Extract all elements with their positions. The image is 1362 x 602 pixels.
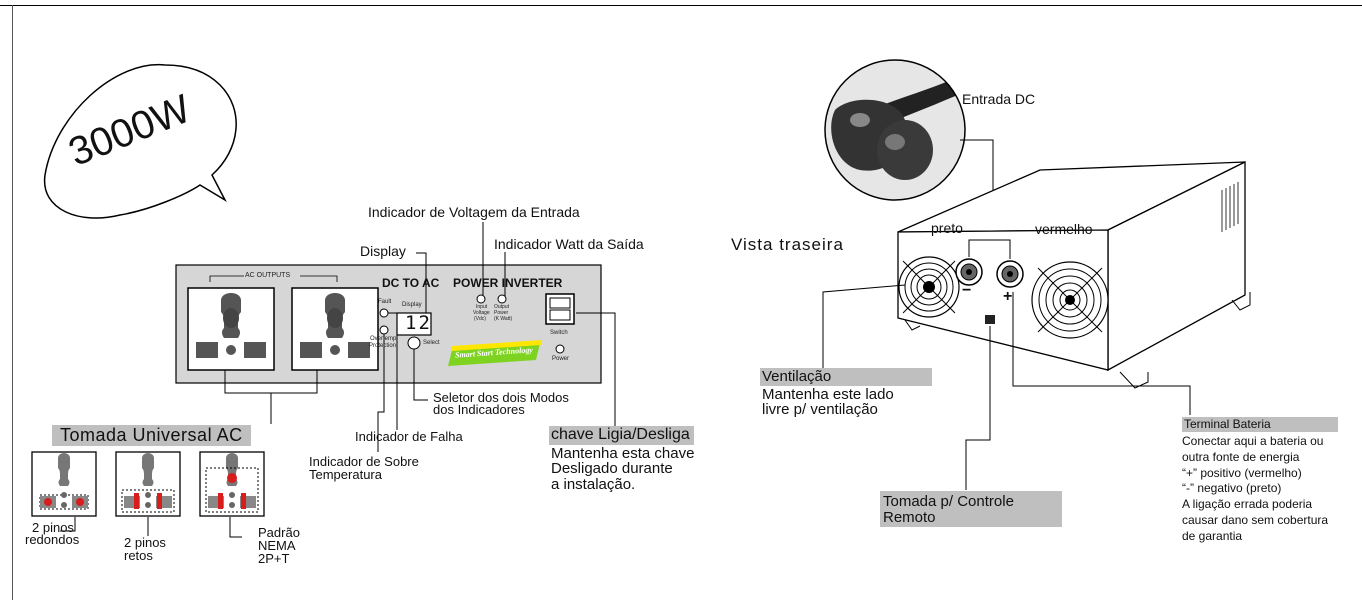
plug-flat-pins (115, 451, 181, 517)
panel-output-1: Output (494, 304, 510, 310)
plug-nema-label-3: 2P+T (258, 551, 290, 566)
select-button-shape (407, 336, 421, 350)
plug-flat-label-2: retos (124, 548, 153, 563)
plug-nema-label-2: NEMA (258, 538, 296, 553)
callout-overtemp-2: Temperatura (309, 467, 382, 482)
battery-line: “-” negativo (preto) (1182, 481, 1282, 495)
panel-display-label: Display (402, 302, 422, 308)
panel-switch-label: Switch (550, 330, 568, 336)
universal-socket-title: Tomada Universal AC (52, 425, 251, 446)
panel-title-right: POWER INVERTER (453, 276, 563, 290)
callout-overtemp-1: Indicador de Sobre (309, 454, 419, 469)
dc-input-photo (825, 60, 965, 200)
panel-fault-label: Fault (378, 299, 392, 305)
terminal-red-label: vermelho (1035, 221, 1093, 237)
callout-switch-2: Desligado durante (551, 460, 673, 477)
callout-switch-1: Mantenha esta chave (551, 445, 695, 462)
callout-switch-3: a instalação. (551, 476, 636, 493)
callout-display: Display (360, 243, 406, 259)
ac-outlet-1 (187, 287, 275, 371)
fault-led (379, 308, 389, 318)
plug-flat-label-1: 2 pinos (124, 535, 166, 550)
callout-input-voltage: Indicador de Voltagem da Entrada (368, 204, 580, 220)
remote-label-box (880, 491, 1062, 527)
callout-fault: Indicador de Falha (355, 429, 463, 444)
plug-nema-label-1: Padrão (258, 525, 300, 540)
callout-selector-1: Seletor dos dois Modos (433, 390, 569, 405)
battery-line: de garantia (1182, 529, 1243, 543)
panel-overtemp-label-2: Protection (369, 343, 397, 349)
frame-top-line (0, 5, 1362, 6)
panel-output-2: Power (494, 310, 509, 316)
plug-round-label-1: 2 pinos (32, 520, 74, 535)
frame-left-line (12, 5, 13, 600)
callout-switch-title: chave Ligia/Desliga (549, 426, 694, 445)
rear-view-title: Vista traseira (731, 235, 844, 254)
vent-line-2: livre p/ ventilação (762, 401, 878, 418)
plug-round-pins (31, 451, 97, 517)
inverter-rear-body (897, 160, 1251, 389)
dc-input-label: Entrada DC (962, 91, 1036, 107)
panel-title-left: DC TO AC (382, 276, 440, 290)
ac-outlet-2 (291, 287, 379, 371)
panel-input-1: Input (476, 304, 488, 310)
panel-input-3: (Vdc) (474, 316, 486, 322)
terminal-minus-sign: − (962, 282, 972, 299)
ac-outputs-header: AC OUTPUTS (245, 272, 291, 279)
input-voltage-led (476, 294, 486, 304)
battery-line: causar dano sem cobertura (1182, 513, 1329, 527)
plug-nema (199, 451, 265, 517)
battery-line: Conectar aqui a bateria ou (1182, 434, 1324, 448)
display-readout: 12 (405, 312, 432, 334)
panel-output-3: (K Watt) (494, 316, 513, 322)
callout-output-watt: Indicador Watt da Saída (494, 236, 644, 252)
remote-line-2: Remoto (883, 509, 936, 526)
power-led (555, 344, 565, 354)
battery-line: “+” positivo (vermelho) (1182, 466, 1302, 480)
plug-round-label-2: redondos (25, 532, 80, 547)
overtemp-led (379, 325, 389, 335)
panel-power-label: Power (552, 356, 570, 362)
callout-selector-2: dos Indicadores (433, 402, 525, 417)
output-power-led (497, 294, 507, 304)
panel-overtemp-label-1: Overtemp (370, 336, 397, 342)
panel-input-2: Voltage (473, 310, 490, 316)
panel-select-label: Select (423, 340, 440, 346)
battery-title: Terminal Bateria (1182, 417, 1338, 432)
terminal-black-label: preto (931, 220, 963, 236)
terminal-plus-sign: + (1003, 288, 1013, 305)
badge-bubble (43, 64, 237, 219)
vent-title: Ventilação (760, 368, 932, 386)
remote-line-1: Tomada p/ Controle (883, 493, 1014, 510)
battery-line: outra fonte de energia (1182, 450, 1300, 464)
battery-line: A ligação errada poderia (1182, 497, 1313, 511)
vent-line-1: Mantenha este lado (762, 386, 894, 403)
